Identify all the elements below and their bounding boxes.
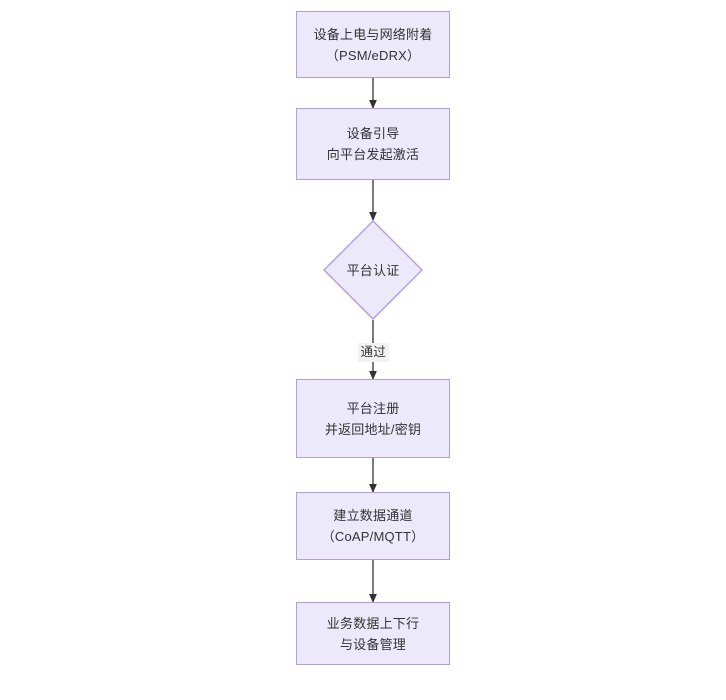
node-label: 设备上电与网络附着 （PSM/eDRX） [313,26,433,63]
node-label: 平台注册 并返回地址/密钥 [324,400,422,437]
node-process-n6[interactable]: 业务数据上下行 与设备管理 [296,602,450,665]
node-label: 建立数据通道 （CoAP/MQTT） [321,508,425,544]
edge-label-e3: 通过 [357,342,389,362]
node-process-n4[interactable]: 平台注册 并返回地址/密钥 [296,379,450,458]
node-label: 业务数据上下行 与设备管理 [326,615,420,652]
node-label: 设备引导 向平台发起激活 [326,126,420,162]
diamond-shape-icon [323,220,423,320]
node-decision-n3[interactable]: 平台认证 [323,220,423,320]
node-label: 平台认证 [346,262,400,278]
node-process-n2[interactable]: 设备引导 向平台发起激活 [296,108,450,180]
node-process-n5[interactable]: 建立数据通道 （CoAP/MQTT） [296,492,450,560]
node-process-n1[interactable]: 设备上电与网络附着 （PSM/eDRX） [296,11,450,78]
